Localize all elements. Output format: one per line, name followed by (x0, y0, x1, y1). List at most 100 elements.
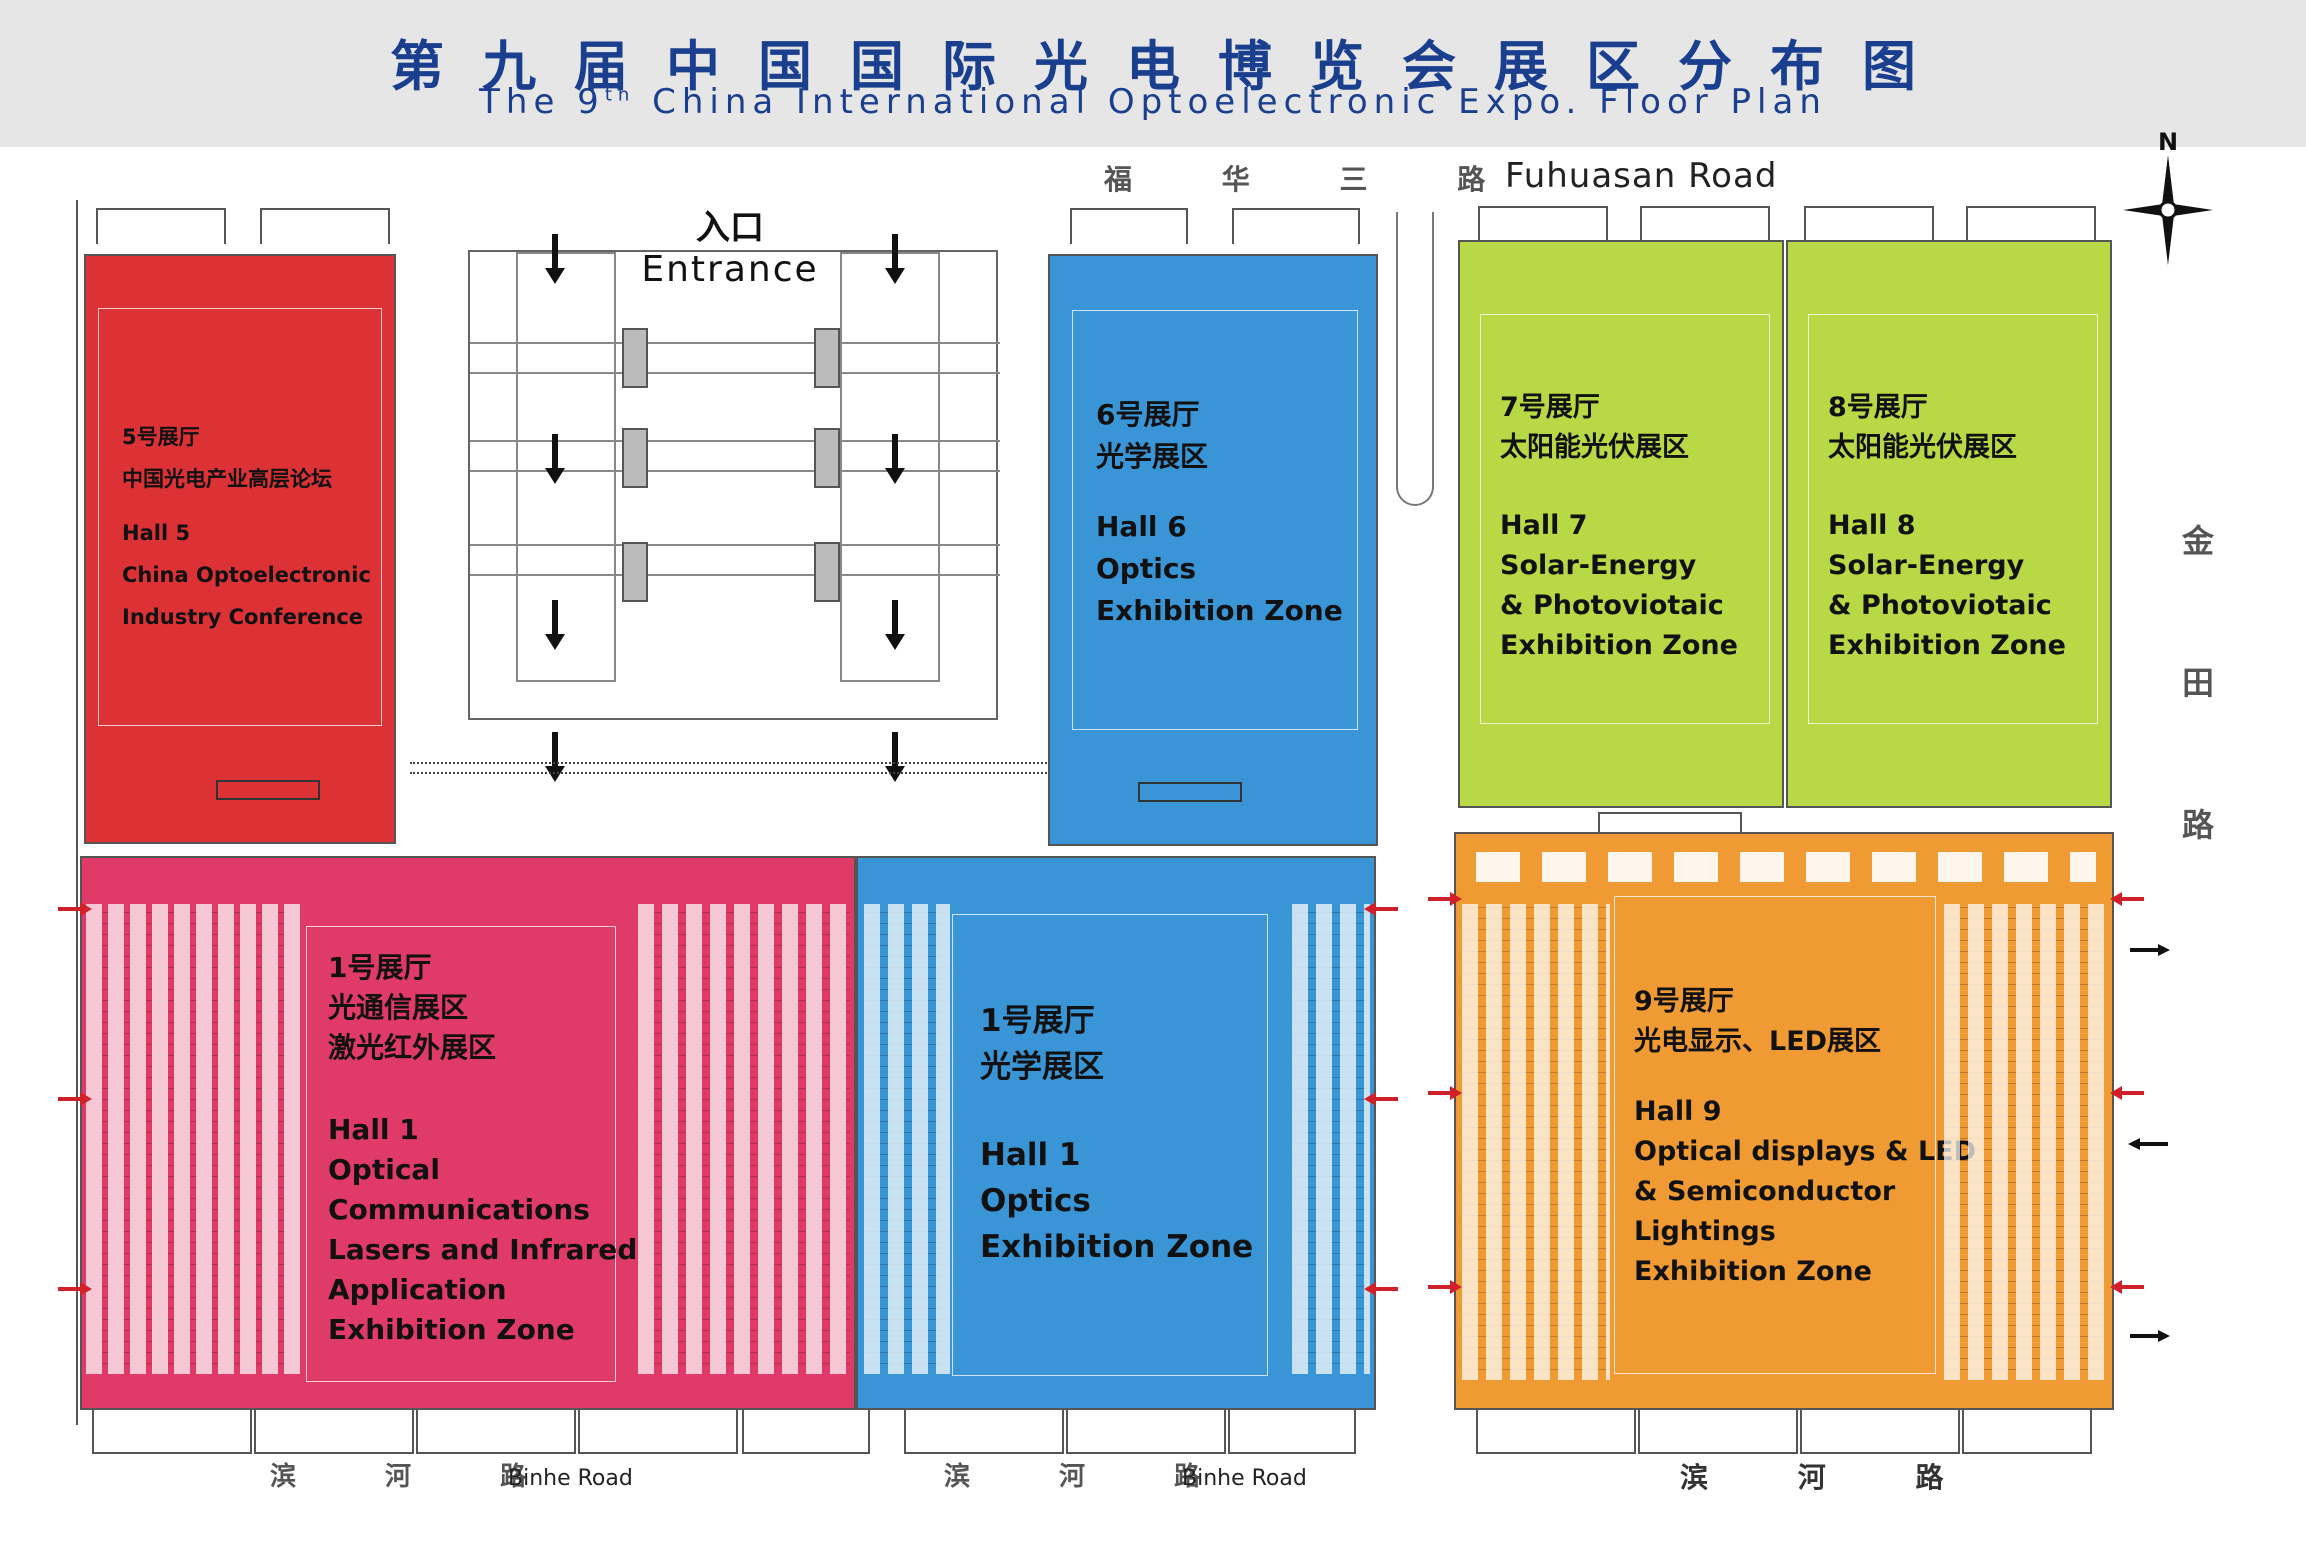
hall-7-area: 7号展厅 太阳能光伏展区 Hall 7 Solar-Energy & Photo… (1458, 240, 1784, 834)
hall-9-area: 9号展厅 光电显示、LED展区 Hall 9 Optical displays … (1454, 832, 2114, 1410)
map-title-english: The 9th China International Optoelectron… (0, 82, 2306, 122)
hall-8-line-en-desc3: Exhibition Zone (1828, 630, 2066, 661)
hall-9-line-en-desc4: Exhibition Zone (1634, 1256, 1872, 1287)
hall-7-line-en-desc3: Exhibition Zone (1500, 630, 1738, 661)
hall-9-line-en-desc3: Lightings (1634, 1216, 1776, 1247)
escalator-6 (814, 542, 840, 602)
compass-rose-icon: N (2118, 128, 2218, 268)
road-jintian-char-1: 金 (2181, 522, 2214, 560)
road-jintian-char-2: 田 (2181, 664, 2214, 702)
hall-9-line-en-desc1: Optical displays & LED (1634, 1136, 1977, 1167)
gate-bottom (1962, 1410, 2092, 1454)
red-entry-arrow-icon (1428, 892, 1462, 906)
gate-bottom (904, 1410, 1064, 1454)
hall-5-line-cn-title: 5号展厅 (122, 425, 200, 449)
hall-8-line-en-desc1: Solar-Energy (1828, 550, 2025, 581)
hall-1-comm-line-en-desc2: Communications (328, 1193, 590, 1226)
entrance-label-en: Entrance (641, 249, 819, 290)
hall-8-line-cn-desc: 太阳能光伏展区 (1828, 432, 2017, 463)
hall-7-line-cn-title: 7号展厅 (1500, 392, 1600, 423)
hall-1-optics-line-en-desc2: Exhibition Zone (980, 1229, 1254, 1265)
hall-1-comm-line-cn-title: 1号展厅 (328, 951, 432, 984)
hall-1-comm-line-en-desc3: Lasers and Infrared (328, 1233, 638, 1266)
hall-6-line-cn-desc: 光学展区 (1096, 440, 1209, 473)
road-fuhua-en: Fuhuasan Road (1505, 156, 1778, 196)
hall-8-line-en-title: Hall 8 (1828, 510, 1916, 541)
hall-5-line-en-desc2: Industry Conference (122, 605, 364, 629)
hall-9-label: 9号展厅 光电显示、LED展区 Hall 9 Optical displays … (1634, 982, 1976, 1292)
road-jintian-char-3: 路 (2181, 806, 2214, 844)
hall-7-line-en-title: Hall 7 (1500, 510, 1588, 541)
hall-1-optics-line-cn-title: 1号展厅 (980, 1003, 1095, 1039)
gate-hall7-left (1478, 206, 1608, 242)
booth-grid-hall9-left (1462, 904, 1610, 1380)
gate-bottom (92, 1410, 252, 1454)
hall-5-line-cn-desc: 中国光电产业高层论坛 (122, 467, 332, 491)
hall-6-line-cn-title: 6号展厅 (1096, 398, 1200, 431)
hall-1-optics-label: 1号展厅 光学展区 Hall 1 Optics Exhibition Zone (980, 998, 1253, 1270)
hall-9-line-en-desc2: & Semiconductor (1634, 1176, 1896, 1207)
road-binhe-cn-2: 滨 河 路 (944, 1462, 1241, 1492)
map-header (0, 0, 2306, 147)
hall-7-label: 7号展厅 太阳能光伏展区 Hall 7 Solar-Energy & Photo… (1500, 388, 1738, 666)
hall-6-line-en-desc2: Exhibition Zone (1096, 594, 1343, 627)
hall-1-optics-area: 1号展厅 光学展区 Hall 1 Optics Exhibition Zone (856, 856, 1376, 1410)
hall-1-comm-label: 1号展厅 光通信展区 激光红外展区 Hall 1 Optical Communi… (328, 948, 637, 1350)
hall-8-line-en-desc2: & Photoviotaic (1828, 590, 2052, 621)
hall-1-optics-line-en-title: Hall 1 (980, 1137, 1081, 1173)
gate-bottom (1066, 1410, 1226, 1454)
red-entry-arrow-icon (1364, 902, 1398, 916)
compass-north-label: N (2158, 128, 2179, 156)
hall-7-stage (1598, 812, 1742, 834)
hall-8-line-cn-title: 8号展厅 (1828, 392, 1928, 423)
map-title-chinese: 第九届中国国际光电博览会展区分布图 (390, 35, 1954, 98)
hall-1-comm-line-cn-desc1: 光通信展区 (328, 991, 469, 1024)
red-entry-arrow-icon (1364, 1282, 1398, 1296)
red-entry-arrow-icon (1428, 1086, 1462, 1100)
red-entry-arrow-icon (2110, 1280, 2144, 1294)
hall-8-area: 8号展厅 太阳能光伏展区 Hall 8 Solar-Energy & Photo… (1786, 240, 2112, 808)
hall-1-communications-area: 1号展厅 光通信展区 激光红外展区 Hall 1 Optical Communi… (80, 856, 856, 1410)
entrance-label-cn: 入口 (696, 208, 764, 248)
booth-grid-optics-right (1292, 904, 1370, 1374)
red-entry-arrow-icon (2110, 892, 2144, 906)
booth-grid-right (638, 904, 850, 1374)
gate-hall5-left (96, 208, 226, 244)
hall-5-label: 5号展厅 中国光电产业高层论坛 Hall 5 China Optoelectro… (122, 416, 371, 638)
hall-7-inner-zone (1480, 314, 1770, 724)
entrance-inner-right (840, 252, 940, 682)
gate-bottom (742, 1410, 870, 1454)
hall-6-line-en-desc1: Optics (1096, 552, 1197, 585)
red-entry-arrow-icon (1428, 1280, 1462, 1294)
hall-9-inner-zone (1614, 896, 1936, 1374)
gate-hall8-left (1804, 206, 1934, 242)
road-binhe-en-1: Binhe Road (508, 1466, 633, 1491)
gate-bottom (1476, 1410, 1636, 1454)
hall-5-line-en-title: Hall 5 (122, 521, 191, 545)
hall-1-optics-inner-zone (952, 914, 1268, 1376)
gate-bottom (254, 1410, 414, 1454)
road-binhe-cn-3: 滨 河 路 (1680, 1461, 1984, 1494)
gate-hall7-right (1640, 206, 1770, 242)
hall-9-line-en-title: Hall 9 (1634, 1096, 1722, 1127)
road-binhe-en-2: Binhe Road (1182, 1466, 1307, 1491)
hall-1-comm-line-en-desc4: Application (328, 1273, 507, 1306)
gate-hall6-right (1232, 208, 1360, 244)
hall-1-comm-line-en-desc5: Exhibition Zone (328, 1313, 575, 1346)
entrance-label: 入口 Entrance (630, 200, 830, 290)
booth-grid-hall9-right (1944, 904, 2104, 1380)
red-entry-arrow-icon (58, 1092, 92, 1106)
red-entry-arrow-icon (58, 902, 92, 916)
escalator-1 (622, 328, 648, 388)
exit-arrow-right-icon (2130, 944, 2170, 956)
hall-6-inner-zone (1072, 310, 1358, 730)
hall-1-optics-line-cn-desc: 光学展区 (980, 1049, 1104, 1085)
hall-1-comm-line-en-desc1: Optical (328, 1153, 440, 1186)
red-entry-arrow-icon (1364, 1092, 1398, 1106)
escalator-3 (622, 428, 648, 488)
red-entry-arrow-icon (58, 1282, 92, 1296)
escalator-4 (814, 428, 840, 488)
u-road (1396, 212, 1434, 506)
hall-5-line-en-desc1: China Optoelectronic (122, 563, 371, 587)
road-binhe-cn-1: 滨 河 路 (270, 1462, 567, 1492)
